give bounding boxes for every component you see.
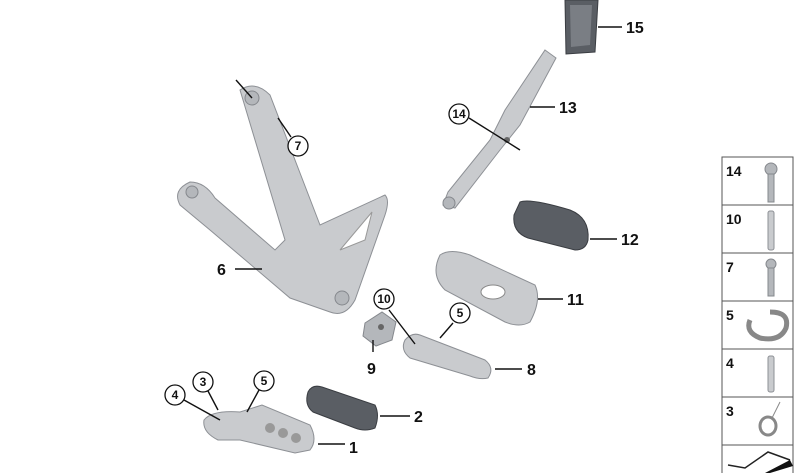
legend-overview-cell xyxy=(721,444,794,473)
screw-head-icon xyxy=(764,162,778,176)
legend-item-7[interactable]: 7 xyxy=(721,252,794,302)
legend-item-4[interactable]: 4 xyxy=(721,348,794,398)
svg-text:5: 5 xyxy=(261,374,268,388)
svg-text:14: 14 xyxy=(726,163,742,179)
svg-text:7: 7 xyxy=(726,259,734,275)
callout-13: 13 xyxy=(559,100,577,117)
svg-text:4: 4 xyxy=(726,355,734,371)
callout-7: 7 xyxy=(287,135,309,157)
part-8-footpeg[interactable] xyxy=(402,333,492,380)
part-13-lever[interactable] xyxy=(442,49,557,210)
callout-2: 2 xyxy=(414,409,423,426)
svg-text:5: 5 xyxy=(726,307,734,323)
callout-10: 10 xyxy=(373,288,395,310)
legend-item-3[interactable]: 3 xyxy=(721,396,794,446)
part-11-footpeg[interactable] xyxy=(435,251,539,326)
svg-text:5: 5 xyxy=(457,306,464,320)
svg-text:10: 10 xyxy=(726,211,742,227)
callout-5: 5 xyxy=(449,302,471,324)
callout-5-lower: 5 xyxy=(253,370,275,392)
callout-11: 11 xyxy=(567,292,584,309)
part-1-footpeg[interactable] xyxy=(203,404,315,454)
part-15-bracket[interactable] xyxy=(564,0,599,55)
legend-item-10[interactable]: 10 xyxy=(721,204,794,254)
part-9-adapter[interactable] xyxy=(362,311,397,347)
svg-text:3: 3 xyxy=(200,375,207,389)
callout-9: 9 xyxy=(367,361,376,378)
svg-text:7: 7 xyxy=(295,139,302,153)
part-2-rubber-pad[interactable] xyxy=(306,385,378,431)
legend-item-14[interactable]: 14 xyxy=(721,156,794,206)
part-12-rubber-pad[interactable] xyxy=(513,200,589,251)
svg-text:4: 4 xyxy=(172,388,179,402)
callout-15: 15 xyxy=(626,20,644,37)
callout-4: 4 xyxy=(164,384,186,406)
callout-14: 14 xyxy=(448,103,470,125)
callout-3: 3 xyxy=(192,371,214,393)
svg-text:14: 14 xyxy=(452,107,466,121)
svg-text:3: 3 xyxy=(726,403,734,419)
leader-lines xyxy=(183,26,622,445)
small-parts-legend: 14 10 7 5 4 3 xyxy=(721,156,794,473)
legend-item-5[interactable]: 5 xyxy=(721,300,794,350)
callout-1: 1 xyxy=(349,440,358,457)
part-6-footrest-bracket[interactable] xyxy=(177,85,388,314)
callout-12: 12 xyxy=(621,232,639,249)
svg-text:10: 10 xyxy=(377,292,391,306)
callout-6: 6 xyxy=(217,262,226,279)
callout-8: 8 xyxy=(527,362,536,379)
